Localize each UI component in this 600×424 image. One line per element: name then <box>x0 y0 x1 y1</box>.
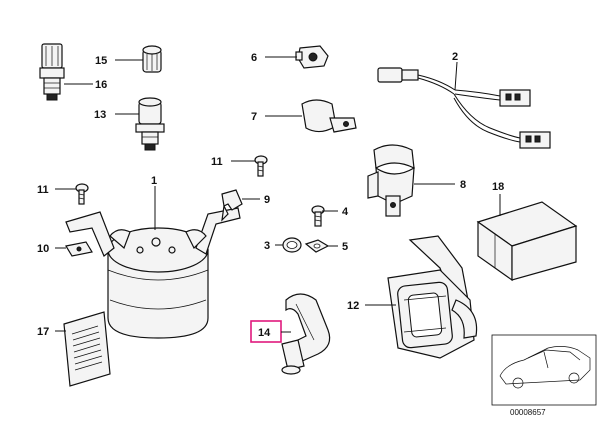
part-2-wiring-harness[interactable] <box>377 67 551 149</box>
diagram-code: 00008657 <box>510 408 546 417</box>
part-11-screw-upper[interactable] <box>254 155 268 177</box>
callout-6: 6 <box>251 52 257 64</box>
part-7-bracket[interactable] <box>301 99 357 133</box>
part-16-pressure-switch[interactable] <box>39 43 65 101</box>
callout-3: 3 <box>264 240 270 252</box>
part-9-clip[interactable] <box>221 189 243 222</box>
callout-18: 18 <box>492 181 504 193</box>
part-18-box[interactable] <box>476 201 578 282</box>
callout-2: 2 <box>452 51 458 63</box>
part-4-bolt[interactable] <box>311 205 325 227</box>
callout-7: 7 <box>251 111 257 123</box>
callout-12: 12 <box>347 300 359 312</box>
callout-10: 10 <box>37 243 49 255</box>
part-15-switch-cap[interactable] <box>142 45 162 73</box>
callout-13: 13 <box>94 109 106 121</box>
callout-1: 1 <box>151 175 157 187</box>
callout-15: 15 <box>95 55 107 67</box>
callout-4: 4 <box>342 206 349 218</box>
callout-17: 17 <box>37 326 49 338</box>
part-10-bracket[interactable] <box>65 241 93 257</box>
callout-8: 8 <box>460 179 466 191</box>
callout-9: 9 <box>264 194 270 206</box>
callout-14: 14 <box>258 327 271 339</box>
part-6-clip[interactable] <box>295 45 329 69</box>
vehicle-thumbnail <box>491 334 597 406</box>
part-11-screw-lower[interactable] <box>75 183 89 205</box>
part-14-hose[interactable] <box>281 293 331 375</box>
part-3-o-ring[interactable] <box>282 237 302 253</box>
part-13-sensor[interactable] <box>135 97 165 151</box>
callout-16: 16 <box>95 79 107 91</box>
part-8-holder[interactable] <box>367 144 415 217</box>
callout-11-lower: 11 <box>37 184 49 196</box>
callout-11-upper: 11 <box>211 156 223 168</box>
part-1-receiver-dryer[interactable] <box>65 207 241 339</box>
part-5-washer[interactable] <box>304 239 330 253</box>
part-12-housing[interactable] <box>387 235 478 359</box>
part-17-leaflet[interactable] <box>63 311 111 387</box>
leader-2 <box>454 61 458 91</box>
callout-5: 5 <box>342 241 348 253</box>
